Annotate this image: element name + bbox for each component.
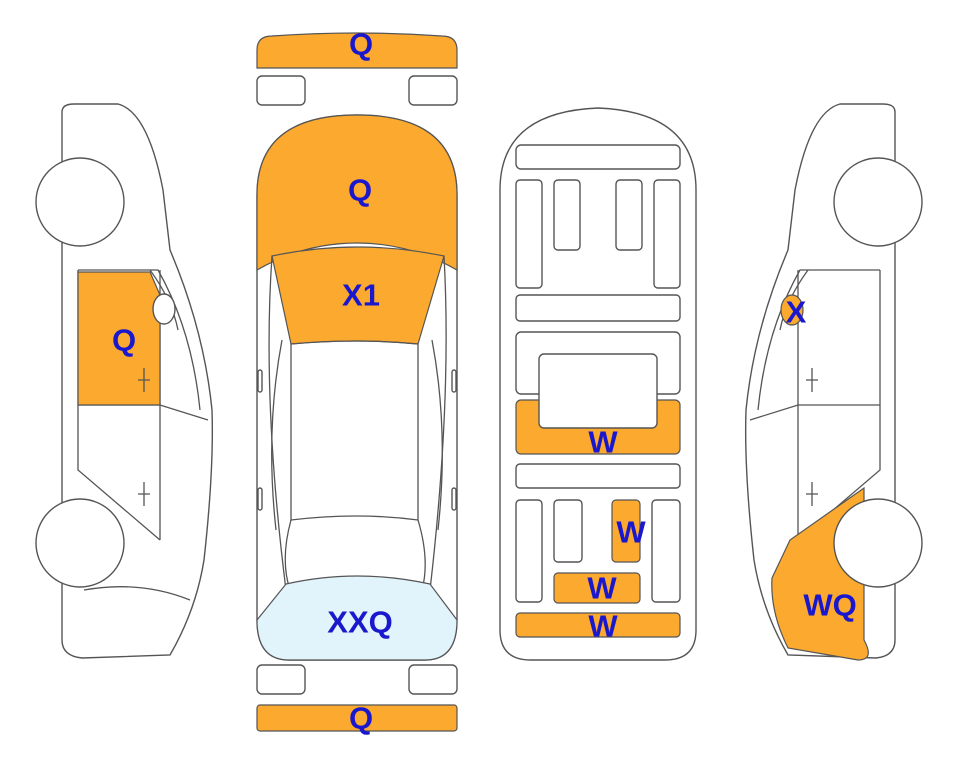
floor-rear-mid-label: W bbox=[587, 571, 617, 606]
right-rear-quarter-label: WQ bbox=[803, 588, 856, 623]
floor-rear-mid-damage bbox=[553, 572, 641, 604]
rear-bumper-label: Q bbox=[349, 701, 373, 736]
floor-rear-right-label: W bbox=[616, 515, 646, 550]
right-rear-door-handle bbox=[806, 482, 818, 506]
front-left-light bbox=[256, 75, 306, 106]
front-bumper-damage bbox=[256, 32, 458, 69]
left-mirror bbox=[152, 293, 176, 325]
front-right-light bbox=[408, 75, 458, 106]
rear-bumper-damage bbox=[256, 704, 458, 732]
left-side-view: Q bbox=[35, 103, 214, 659]
left-rear-door-handle bbox=[138, 482, 150, 506]
top-view: Q Q X1 XXQ Q bbox=[256, 27, 458, 736]
rear-glass-label: XXQ bbox=[327, 605, 392, 640]
left-front-wheel bbox=[35, 157, 125, 247]
windshield-label: X1 bbox=[342, 278, 380, 313]
right-rear-wheel bbox=[833, 498, 923, 588]
floor-rear-right-damage bbox=[611, 499, 641, 563]
floor-rear-bottom-label: W bbox=[588, 609, 618, 644]
hood-label: Q bbox=[348, 173, 372, 208]
rear-left-light bbox=[256, 664, 306, 695]
right-mirror-label: X bbox=[786, 295, 807, 330]
floor-center-label: W bbox=[588, 425, 618, 460]
floor-rear-bottom-damage bbox=[515, 612, 681, 638]
rear-right-light bbox=[408, 664, 458, 695]
right-side-view: WQ X bbox=[744, 103, 923, 661]
left-front-door-damage bbox=[77, 271, 161, 406]
right-mirror-damage bbox=[780, 294, 804, 326]
floor-view: W W W W bbox=[499, 107, 697, 661]
right-front-door-handle bbox=[806, 368, 818, 392]
left-front-door-label: Q bbox=[112, 323, 136, 358]
rear-glass-damage bbox=[256, 575, 458, 661]
front-bumper-label: Q bbox=[349, 27, 373, 62]
left-front-door-handle bbox=[138, 368, 150, 392]
left-rear-wheel bbox=[35, 498, 125, 588]
right-front-wheel bbox=[833, 157, 923, 247]
hood-damage bbox=[256, 114, 458, 272]
